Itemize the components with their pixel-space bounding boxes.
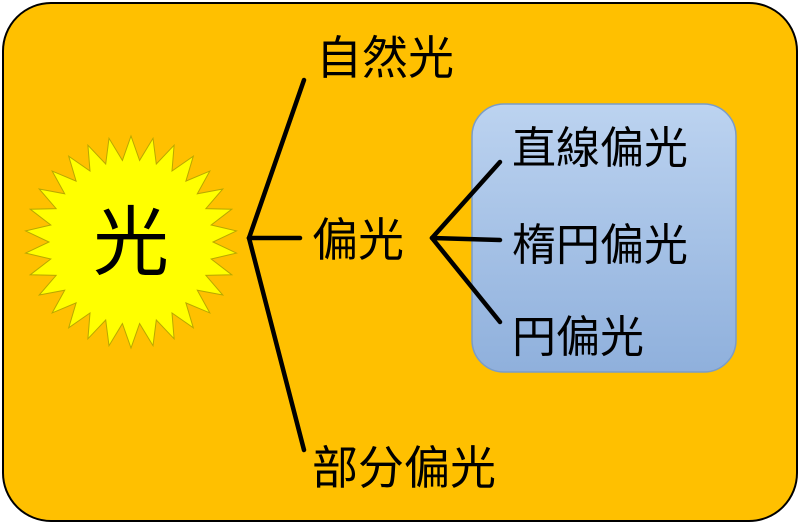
connector-lines [246,77,503,453]
sun-burst-icon [24,134,238,350]
line-polarized-to-circular [429,235,503,325]
root-label-light: 光 [93,198,169,287]
line-polarized-to-linear [429,159,503,241]
line-polarized-to-elliptical [429,235,503,243]
branch-label-polarized-light: 偏光 [312,213,404,267]
branch-label-natural-light: 自然光 [316,31,454,85]
branch-label-partially-polarized-light: 部分偏光 [312,441,496,495]
type-label-linear-polarization: 直線偏光 [512,123,688,174]
line-root-to-natural [246,77,307,241]
type-label-elliptical-polarization: 楕円偏光 [512,220,688,271]
line-root-to-partial [246,235,307,453]
type-label-circular-polarization: 円偏光 [512,312,644,363]
